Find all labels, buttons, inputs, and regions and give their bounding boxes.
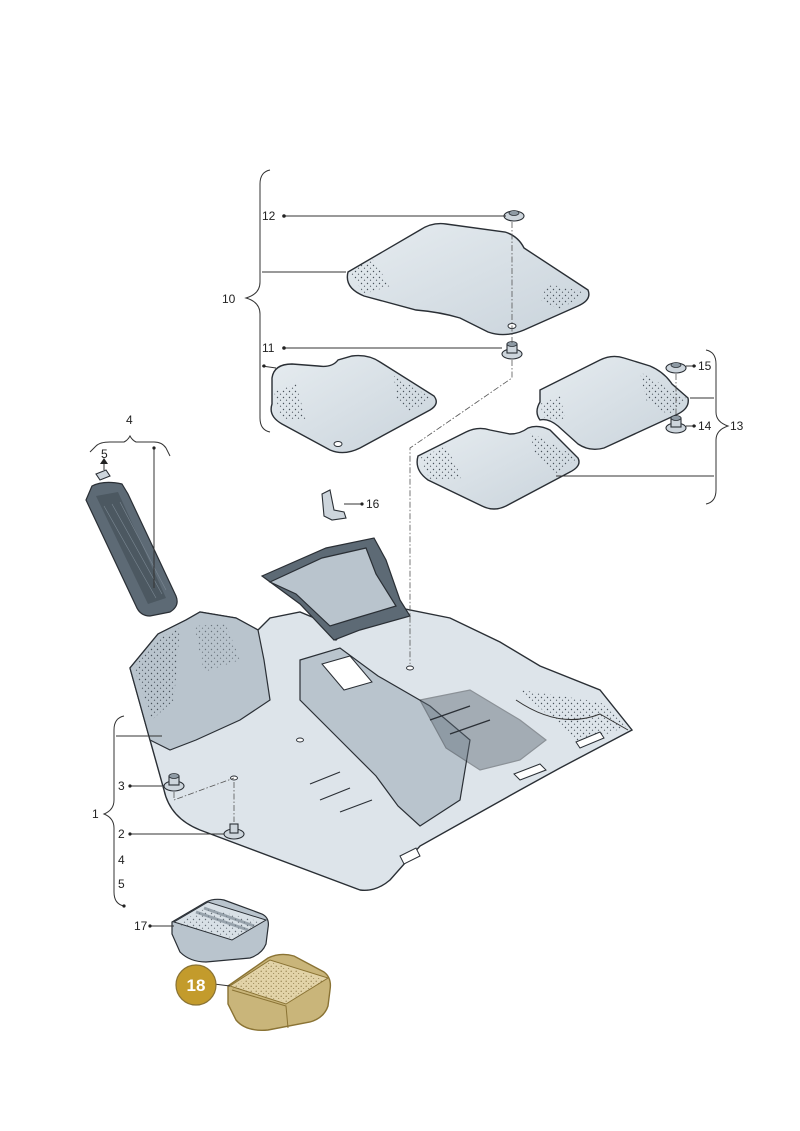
callout-14: 14 (698, 419, 712, 433)
callout-18-highlight: 18 (175, 964, 217, 1006)
bracket-13 (705, 349, 730, 505)
insulation-pad-18 (227, 953, 332, 1031)
mat-fastener-12 (503, 210, 525, 222)
callout-2: 2 (118, 827, 125, 841)
carpet-fastener-3 (163, 773, 185, 792)
mat-fastener-15 (665, 362, 687, 374)
front-mat-left (270, 354, 437, 454)
callout-18: 18 (187, 976, 206, 995)
callout-13: 13 (730, 419, 744, 433)
callout-12: 12 (262, 209, 276, 223)
bracket-10 (244, 169, 271, 433)
clip-16 (321, 489, 347, 521)
callout-5-bottom: 5 (118, 877, 125, 891)
rear-mat-lower (416, 425, 580, 510)
floor-carpet-1 (129, 537, 634, 891)
carpet-fastener-2 (223, 823, 245, 840)
callout-4-bottom: 4 (118, 853, 125, 867)
bracket-4 (89, 434, 171, 457)
sill-trim-4 (85, 481, 178, 617)
callout-5-top: 5 (101, 447, 108, 461)
assembly-line-floor (409, 360, 513, 664)
callout-1: 1 (92, 807, 99, 821)
mat-fastener-14 (665, 415, 687, 434)
front-mat-right (346, 222, 590, 336)
bracket-1 (102, 715, 125, 907)
callout-3: 3 (118, 779, 125, 793)
assembly-line-3 (173, 777, 235, 801)
callout-11: 11 (262, 341, 275, 355)
rear-mat-upper (536, 355, 689, 451)
clip-5 (95, 469, 111, 481)
callout-16: 16 (366, 497, 380, 511)
callout-10: 10 (222, 292, 236, 306)
callout-4-top: 4 (126, 413, 133, 427)
callout-17: 17 (134, 919, 148, 933)
callout-15: 15 (698, 359, 712, 373)
mat-fastener-11 (501, 341, 523, 360)
insulation-block-17 (171, 898, 269, 963)
